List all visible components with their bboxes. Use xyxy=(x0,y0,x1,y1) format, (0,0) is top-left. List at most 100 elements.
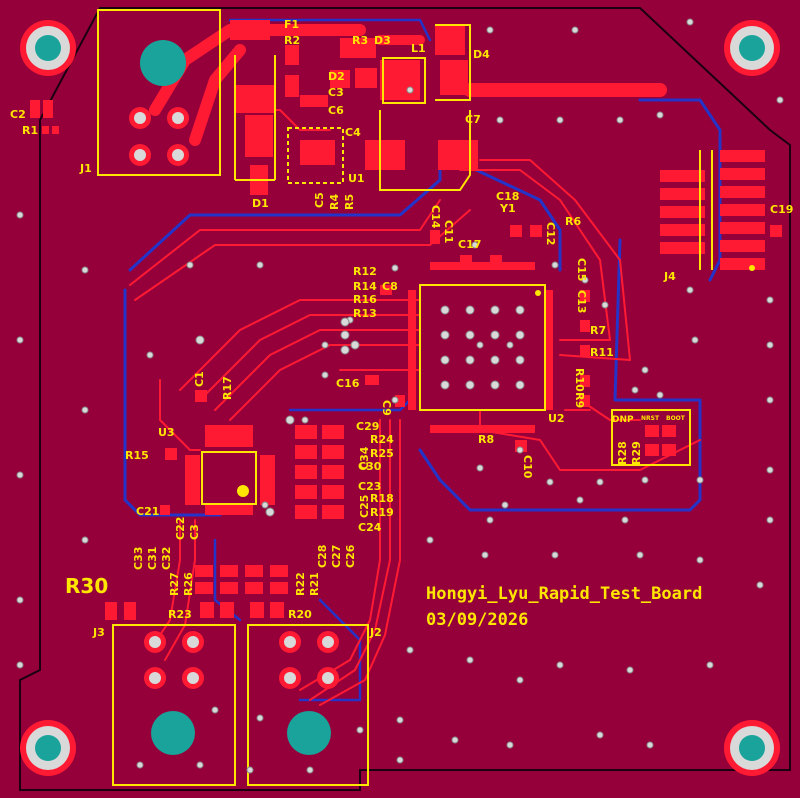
label-c32: C32 xyxy=(160,547,173,570)
label-j1: J1 xyxy=(79,162,92,175)
silk-labels: J1 C2 R1 F1 R2 R3 D3 D2 C3 C6 C4 U1 D1 L… xyxy=(10,18,793,639)
label-c10: C10 xyxy=(521,455,534,479)
label-c31: C31 xyxy=(146,547,159,570)
label-c3b: C3 xyxy=(188,524,201,540)
c2-pad xyxy=(30,100,40,118)
label-dnp: DNP xyxy=(612,415,634,425)
label-r10: R10 xyxy=(573,368,586,392)
label-c15: C15 xyxy=(575,258,588,281)
label-j4: J4 xyxy=(663,270,676,283)
c2-pad xyxy=(43,100,53,118)
label-c19: C19 xyxy=(770,203,793,216)
label-r21: R21 xyxy=(308,572,321,596)
label-c9: C9 xyxy=(380,400,393,416)
label-c17: C17 xyxy=(458,238,481,251)
label-r15: R15 xyxy=(125,449,149,462)
label-l1: L1 xyxy=(411,42,426,55)
label-r29: R29 xyxy=(630,441,643,465)
trace-blue xyxy=(288,398,412,412)
u3-chip xyxy=(185,425,275,515)
dnp-pads xyxy=(645,425,676,456)
label-c12: C12 xyxy=(544,222,557,245)
label-c8: C8 xyxy=(382,280,398,293)
label-nrst: NRST xyxy=(641,415,660,422)
u1-outline xyxy=(287,127,344,184)
label-y1: Y1 xyxy=(499,202,516,215)
label-r14: R14 xyxy=(353,280,377,293)
label-d4: D4 xyxy=(473,48,490,61)
label-r12: R12 xyxy=(353,265,377,278)
label-d3: D3 xyxy=(374,34,391,47)
label-r30: R30 xyxy=(65,574,108,598)
label-c33: C33 xyxy=(132,547,145,570)
label-r11: R11 xyxy=(590,346,614,359)
label-c29: C29 xyxy=(356,420,379,433)
label-r5: R5 xyxy=(343,194,356,210)
label-boot: BOOT xyxy=(666,415,686,422)
r1-pad xyxy=(52,126,59,134)
label-c27: C27 xyxy=(330,545,343,568)
label-c1: C1 xyxy=(193,371,206,387)
label-c11: C11 xyxy=(442,220,455,243)
label-r27: R27 xyxy=(168,572,181,596)
label-r1: R1 xyxy=(22,124,38,137)
board-outline xyxy=(19,7,791,791)
label-r2: R2 xyxy=(284,34,300,47)
d4-outline xyxy=(435,24,471,101)
j3-outline xyxy=(112,624,236,786)
label-r19: R19 xyxy=(370,506,394,519)
u2-mcu xyxy=(408,262,553,433)
j1-mount-hole xyxy=(140,40,186,86)
board-title: Hongyi_Lyu_Rapid_Test_Board xyxy=(426,584,702,604)
label-r18: R18 xyxy=(370,492,394,505)
label-r9: R9 xyxy=(573,392,586,408)
label-u2: U2 xyxy=(548,412,565,425)
label-d2: D2 xyxy=(328,70,345,83)
label-c25: C25 xyxy=(358,495,371,518)
label-r23: R23 xyxy=(168,608,192,621)
passive-pads xyxy=(105,225,590,620)
dnp-box xyxy=(611,409,691,466)
r1-pad xyxy=(42,126,49,134)
label-c6: C6 xyxy=(328,104,344,117)
j3-pins xyxy=(144,631,204,755)
label-c28: C28 xyxy=(316,545,329,568)
trace-blue xyxy=(123,288,222,517)
label-r26: R26 xyxy=(182,572,195,596)
label-r16: R16 xyxy=(353,293,377,306)
label-r4: R4 xyxy=(328,194,341,210)
j4-connector xyxy=(660,150,782,271)
j2-pins xyxy=(279,631,339,755)
power-copper xyxy=(149,20,667,195)
label-r3: R3 xyxy=(352,34,368,47)
label-r7: R7 xyxy=(590,324,606,337)
label-c26b: C26 xyxy=(344,544,357,568)
label-r6: R6 xyxy=(565,215,581,228)
label-r20: R20 xyxy=(288,608,312,621)
label-c34: C34 xyxy=(358,446,371,470)
d1-outline xyxy=(234,55,276,181)
label-c18: C18 xyxy=(496,190,519,203)
label-u1: U1 xyxy=(348,172,365,185)
signal-traces xyxy=(129,109,701,706)
trace-blue xyxy=(453,158,562,272)
j1-pins xyxy=(129,107,189,166)
label-c3: C3 xyxy=(328,86,344,99)
label-r25: R25 xyxy=(370,447,394,460)
label-c30: C30 xyxy=(358,460,382,473)
l1-outline xyxy=(382,57,426,104)
label-c4: C4 xyxy=(345,126,361,139)
label-c24: C24 xyxy=(358,521,382,534)
j1-outline xyxy=(97,9,221,176)
label-c23: C23 xyxy=(358,480,381,493)
label-j3: J3 xyxy=(92,626,105,639)
label-r13: R13 xyxy=(353,307,377,320)
label-u3: U3 xyxy=(158,426,175,439)
label-c5: C5 xyxy=(313,192,326,208)
label-c13: C13 xyxy=(575,290,588,313)
label-r22: R22 xyxy=(294,572,307,596)
label-c16: C16 xyxy=(336,377,360,390)
trace-blue xyxy=(638,98,722,282)
